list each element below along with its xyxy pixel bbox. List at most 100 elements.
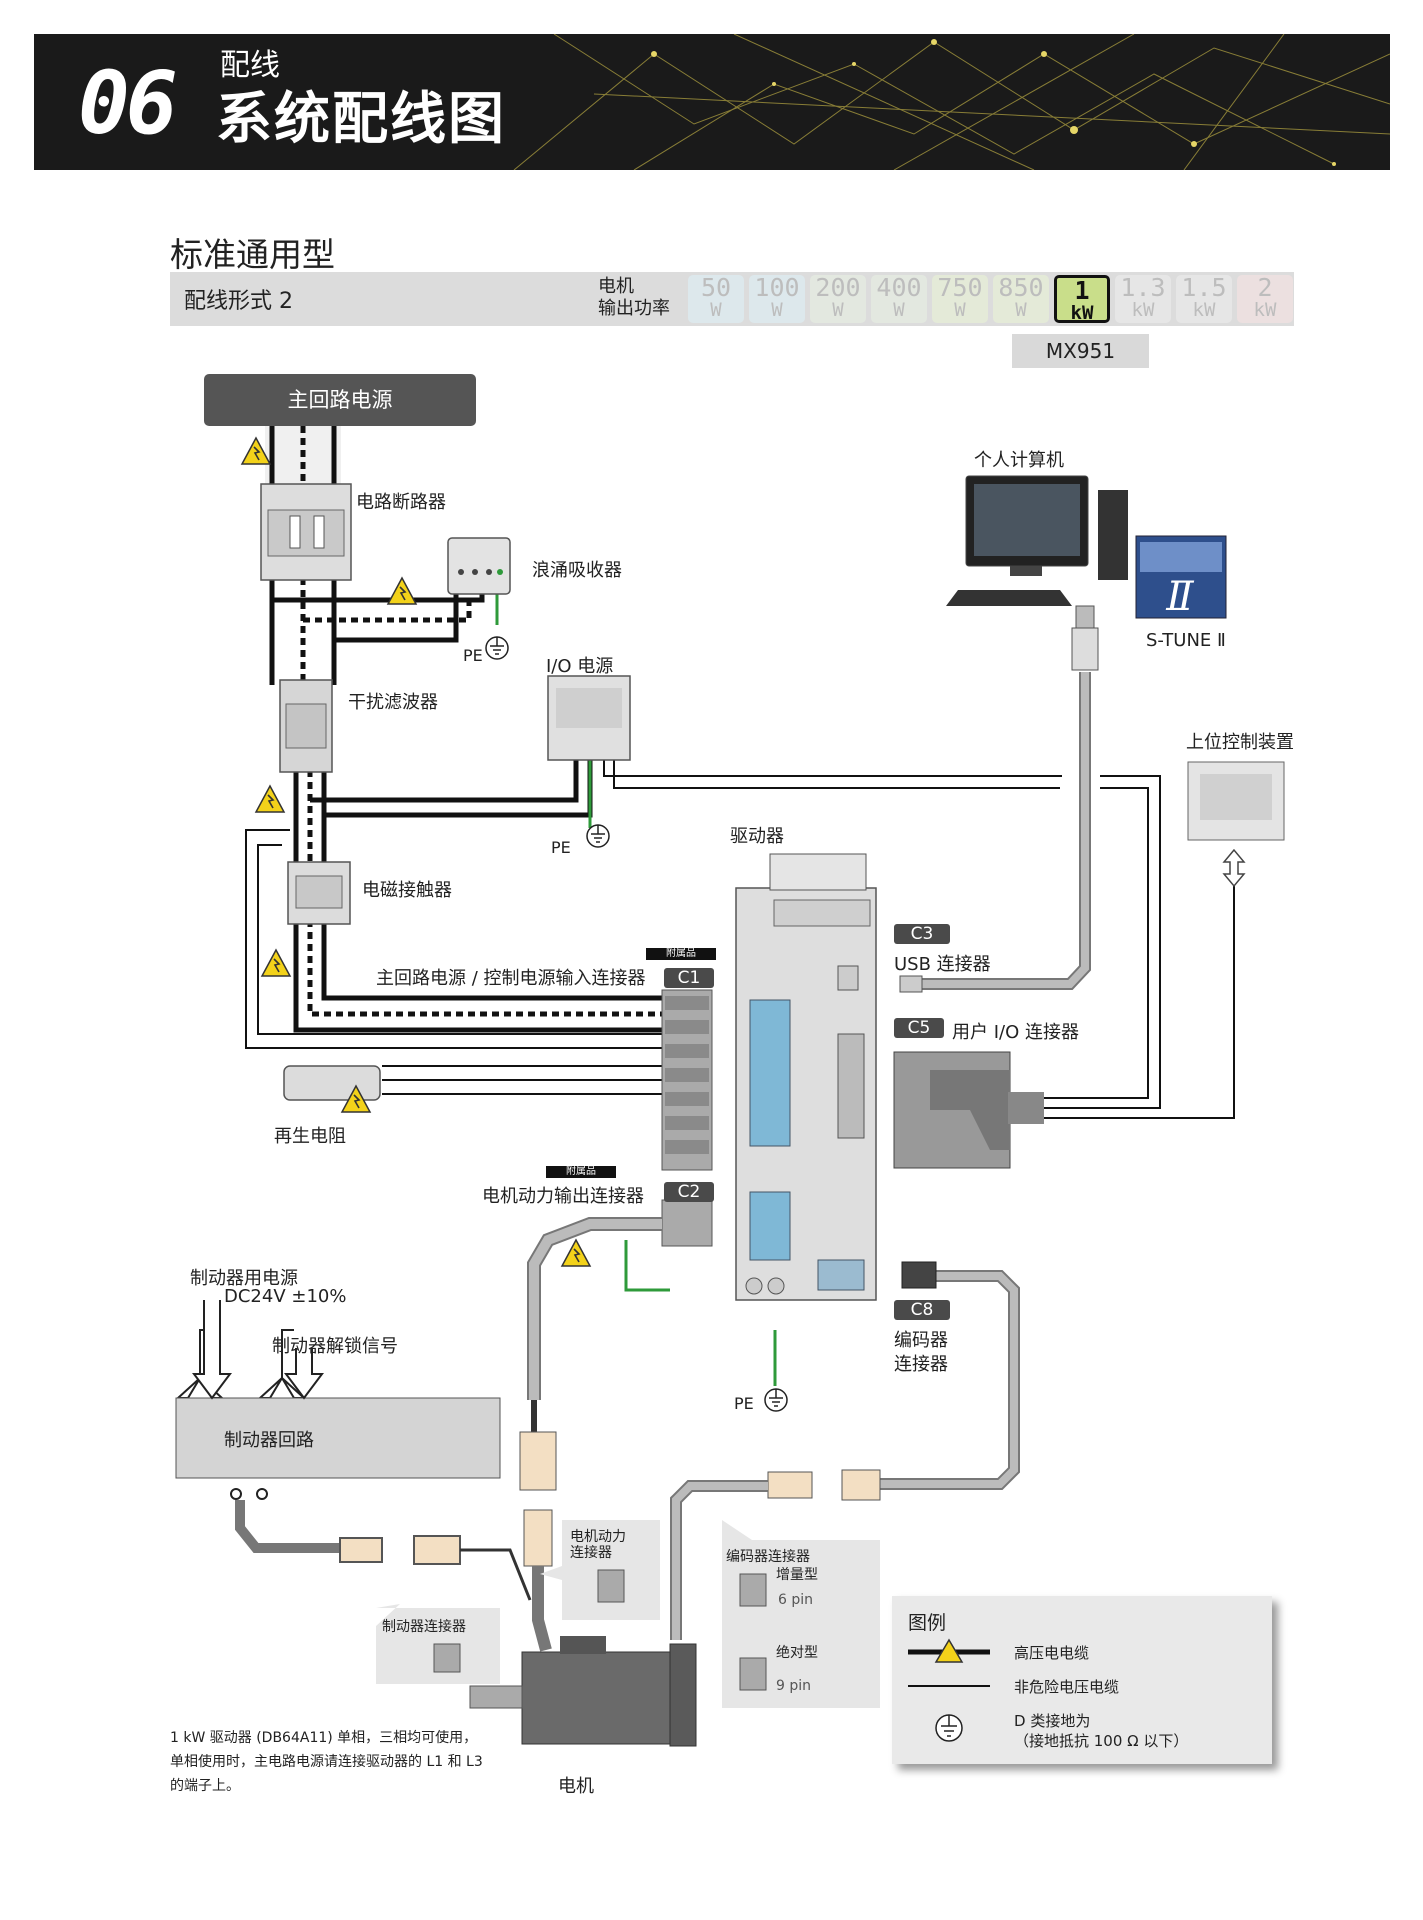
c1-connector-block [661, 989, 713, 1171]
c5-label: 用户 I/O 连接器 [952, 1022, 1079, 1043]
motor-power-connector-icon [597, 1569, 625, 1603]
pc-label: 个人计算机 [974, 450, 1064, 471]
pe-label: PE [734, 1394, 754, 1413]
pe-label: PE [463, 646, 483, 665]
brake-power-label-2: DC24V ±10% [224, 1286, 347, 1307]
footnote-line3: 的端子上。 [170, 1778, 240, 1794]
power-option-unit: kW [1192, 299, 1216, 321]
footnote-line1: 1 kW 驱动器 (DB64A11) 单相，三相均可使用， [170, 1730, 478, 1746]
power-option-value: 50 [700, 273, 732, 302]
pin9-label: 9 pin [776, 1678, 812, 1694]
motor-power-connector-label-1: 电机动力 [570, 1529, 626, 1545]
encoder-incremental-icon [739, 1573, 767, 1607]
brake-circuit-box [175, 1397, 501, 1479]
chapter-subtitle: 配线 [220, 48, 280, 83]
warning-icon [561, 1239, 591, 1267]
legend-ground-2: （接地抵抗 100 Ω 以下） [1014, 1732, 1189, 1750]
c2-tag: C2 [664, 1182, 714, 1202]
brake-circuit-label: 制动器回路 [224, 1430, 314, 1451]
warning-icon [255, 785, 285, 813]
breaker-label: 电路断路器 [356, 492, 446, 513]
legend-ground-1: D 类接地为 [1014, 1712, 1091, 1730]
power-option-unit: kW [1070, 302, 1094, 324]
stune-label: S-TUNE Ⅱ [1146, 630, 1226, 651]
surge-label: 浪涌吸收器 [532, 560, 622, 581]
c5-tag: C5 [894, 1018, 944, 1038]
power-option-value: 400 [876, 273, 922, 302]
power-option-unit: kW [1131, 299, 1155, 321]
legend-lv: 非危险电压电缆 [1014, 1678, 1120, 1696]
c2-accessory-tag: 附属品 [546, 1166, 616, 1178]
noise-filter [279, 679, 333, 773]
c5-user-io-connector [893, 1051, 1044, 1169]
pe-ground-icon [764, 1388, 788, 1412]
c3-label: USB 连接器 [894, 954, 991, 975]
control-wires [245, 760, 1235, 1119]
host-controller-label: 上位控制装置 [1186, 732, 1294, 753]
svg-text:Ⅱ: Ⅱ [1165, 574, 1194, 620]
footnote: 1 kW 驱动器 (DB64A11) 单相，三相均可使用， 单相使用时，主电路电… [170, 1726, 483, 1798]
main-power-box: 主回路电源 [204, 374, 476, 426]
pe-ground-icon [586, 824, 610, 848]
section-title: 标准通用型 [170, 235, 335, 274]
motor-output-label-line2: 输出功率 [598, 298, 670, 319]
motor-label: 电机 [558, 1776, 594, 1797]
brake-connector-icon [433, 1643, 461, 1673]
wiring-type-label: 配线形式 2 [184, 289, 293, 314]
legend-hv: 高压电电缆 [1014, 1644, 1090, 1662]
legend-symbols [908, 1638, 990, 1742]
regen-label: 再生电阻 [274, 1126, 346, 1147]
contactor-label: 电磁接触器 [362, 880, 452, 901]
ground-icon [935, 1714, 963, 1742]
encoder-connector-label: 编码器连接器 [726, 1549, 810, 1565]
page-title: 系统配线图 [216, 87, 506, 152]
servo-driver-unit [735, 853, 877, 1301]
chapter-number: 06 [78, 54, 178, 154]
incremental-label: 增量型 [776, 1567, 818, 1583]
warning-icon [261, 949, 291, 977]
c2-label: 电机动力输出连接器 [482, 1186, 644, 1207]
surge-absorber [447, 537, 511, 595]
power-option-value: 100 [754, 273, 800, 302]
magnetic-contactor [287, 861, 351, 925]
pc-computer-icon [946, 475, 1128, 606]
motor-power-connector-label-2: 连接器 [570, 1545, 612, 1561]
power-option-value: 850 [998, 273, 1044, 302]
power-option-value: 1 [1074, 276, 1090, 305]
legend-box: 图例 高压电电缆 非危险电压电缆 D 类接地为 （接地抵抗 100 Ω 以下） [892, 1596, 1272, 1764]
brake-wiring [175, 1329, 532, 1601]
encoder-absolute-icon [739, 1657, 767, 1691]
c1-tag: C1 [664, 968, 714, 988]
host-controller [1187, 761, 1285, 888]
brake-power-label-1: 制动器用电源 [190, 1268, 298, 1289]
main-power-wires [265, 426, 662, 1033]
power-option-unit: W [771, 299, 783, 321]
pin6-label: 6 pin [778, 1592, 814, 1608]
pe-label: PE [551, 838, 571, 857]
legend-title: 图例 [908, 1612, 947, 1634]
brake-release-label: 制动器解锁信号 [272, 1336, 398, 1357]
c8-label-1: 编码器 [894, 1330, 948, 1351]
power-option-unit: W [710, 299, 722, 321]
footnote-line2: 单相使用时，主电路电源请连接驱动器的 L1 和 L3 [170, 1754, 483, 1770]
warning-icon [387, 577, 417, 605]
regen-resistor [283, 1065, 381, 1101]
power-option-unit: W [832, 299, 844, 321]
power-option-unit: W [1015, 299, 1027, 321]
io-power-supply [547, 675, 631, 761]
power-option-value: 2 [1257, 273, 1273, 302]
power-option-unit: kW [1253, 299, 1277, 321]
circuit-breaker [260, 483, 352, 581]
encoder-cable [670, 1261, 1020, 1640]
warning-icon [934, 1638, 964, 1663]
